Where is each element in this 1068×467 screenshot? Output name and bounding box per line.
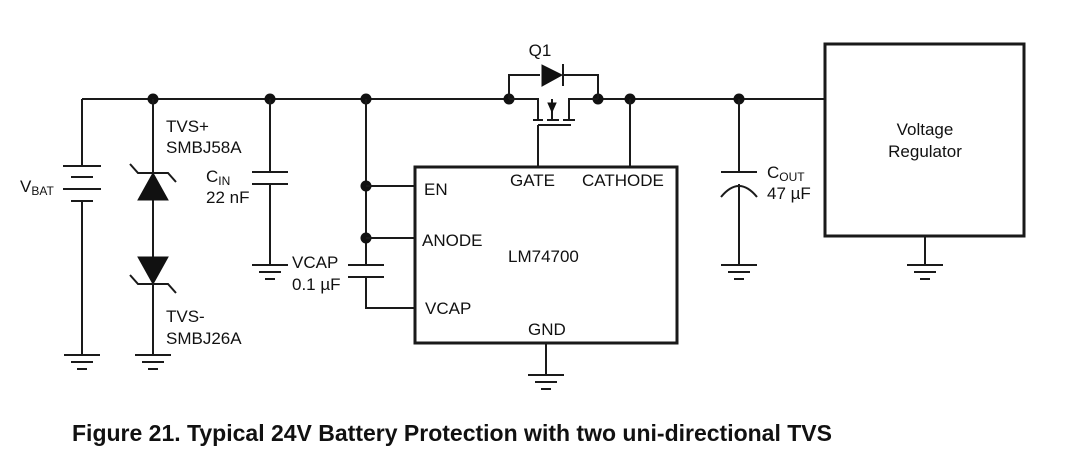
mosfet-q1	[503, 64, 604, 167]
vcap-cap-name: VCAP	[292, 253, 338, 272]
tvs-plus-part: SMBJ58A	[166, 138, 242, 157]
ground-icon	[721, 264, 757, 280]
cout-value: 47 µF	[767, 184, 811, 203]
tvs-minus-diode-icon	[129, 256, 177, 294]
pin-en-label: EN	[424, 180, 448, 199]
pin-vcap-label: VCAP	[425, 299, 471, 318]
tvs-plus-diode-icon	[129, 163, 177, 201]
pin-gate-label: GATE	[510, 171, 555, 190]
vbat-label: VBAT	[20, 177, 54, 198]
figure-caption: Figure 21. Typical 24V Battery Protectio…	[72, 420, 832, 446]
vcap-cap-value: 0.1 µF	[292, 275, 341, 294]
q1-label: Q1	[529, 41, 552, 60]
pin-anode-label: ANODE	[422, 231, 482, 250]
regulator-line1: Voltage	[897, 120, 954, 139]
cout-label: COUT	[767, 163, 805, 184]
ground-icon	[907, 264, 943, 280]
tvs-plus-name: TVS+	[166, 117, 209, 136]
tvs-minus-part: SMBJ26A	[166, 329, 242, 348]
ground-icon	[135, 354, 171, 370]
voltage-regulator-block	[823, 42, 1026, 280]
body-diode-icon	[541, 64, 564, 87]
ground-icon	[252, 264, 288, 280]
ground-icon	[528, 374, 564, 390]
pin-cathode-label: CATHODE	[582, 171, 664, 190]
pin-gnd-label: GND	[528, 320, 566, 339]
tvs-minus-name: TVS-	[166, 307, 205, 326]
regulator-line2: Regulator	[888, 142, 962, 161]
lm74700-ic	[413, 165, 679, 390]
cin-label: CIN	[206, 167, 230, 188]
capacitor-cout	[720, 99, 758, 280]
capacitor-vcap	[348, 264, 415, 309]
capacitor-cin	[252, 99, 288, 280]
ground-icon	[64, 354, 100, 370]
ic-part-label: LM74700	[508, 247, 579, 266]
battery-vbat	[63, 99, 101, 370]
cin-value: 22 nF	[206, 188, 249, 207]
